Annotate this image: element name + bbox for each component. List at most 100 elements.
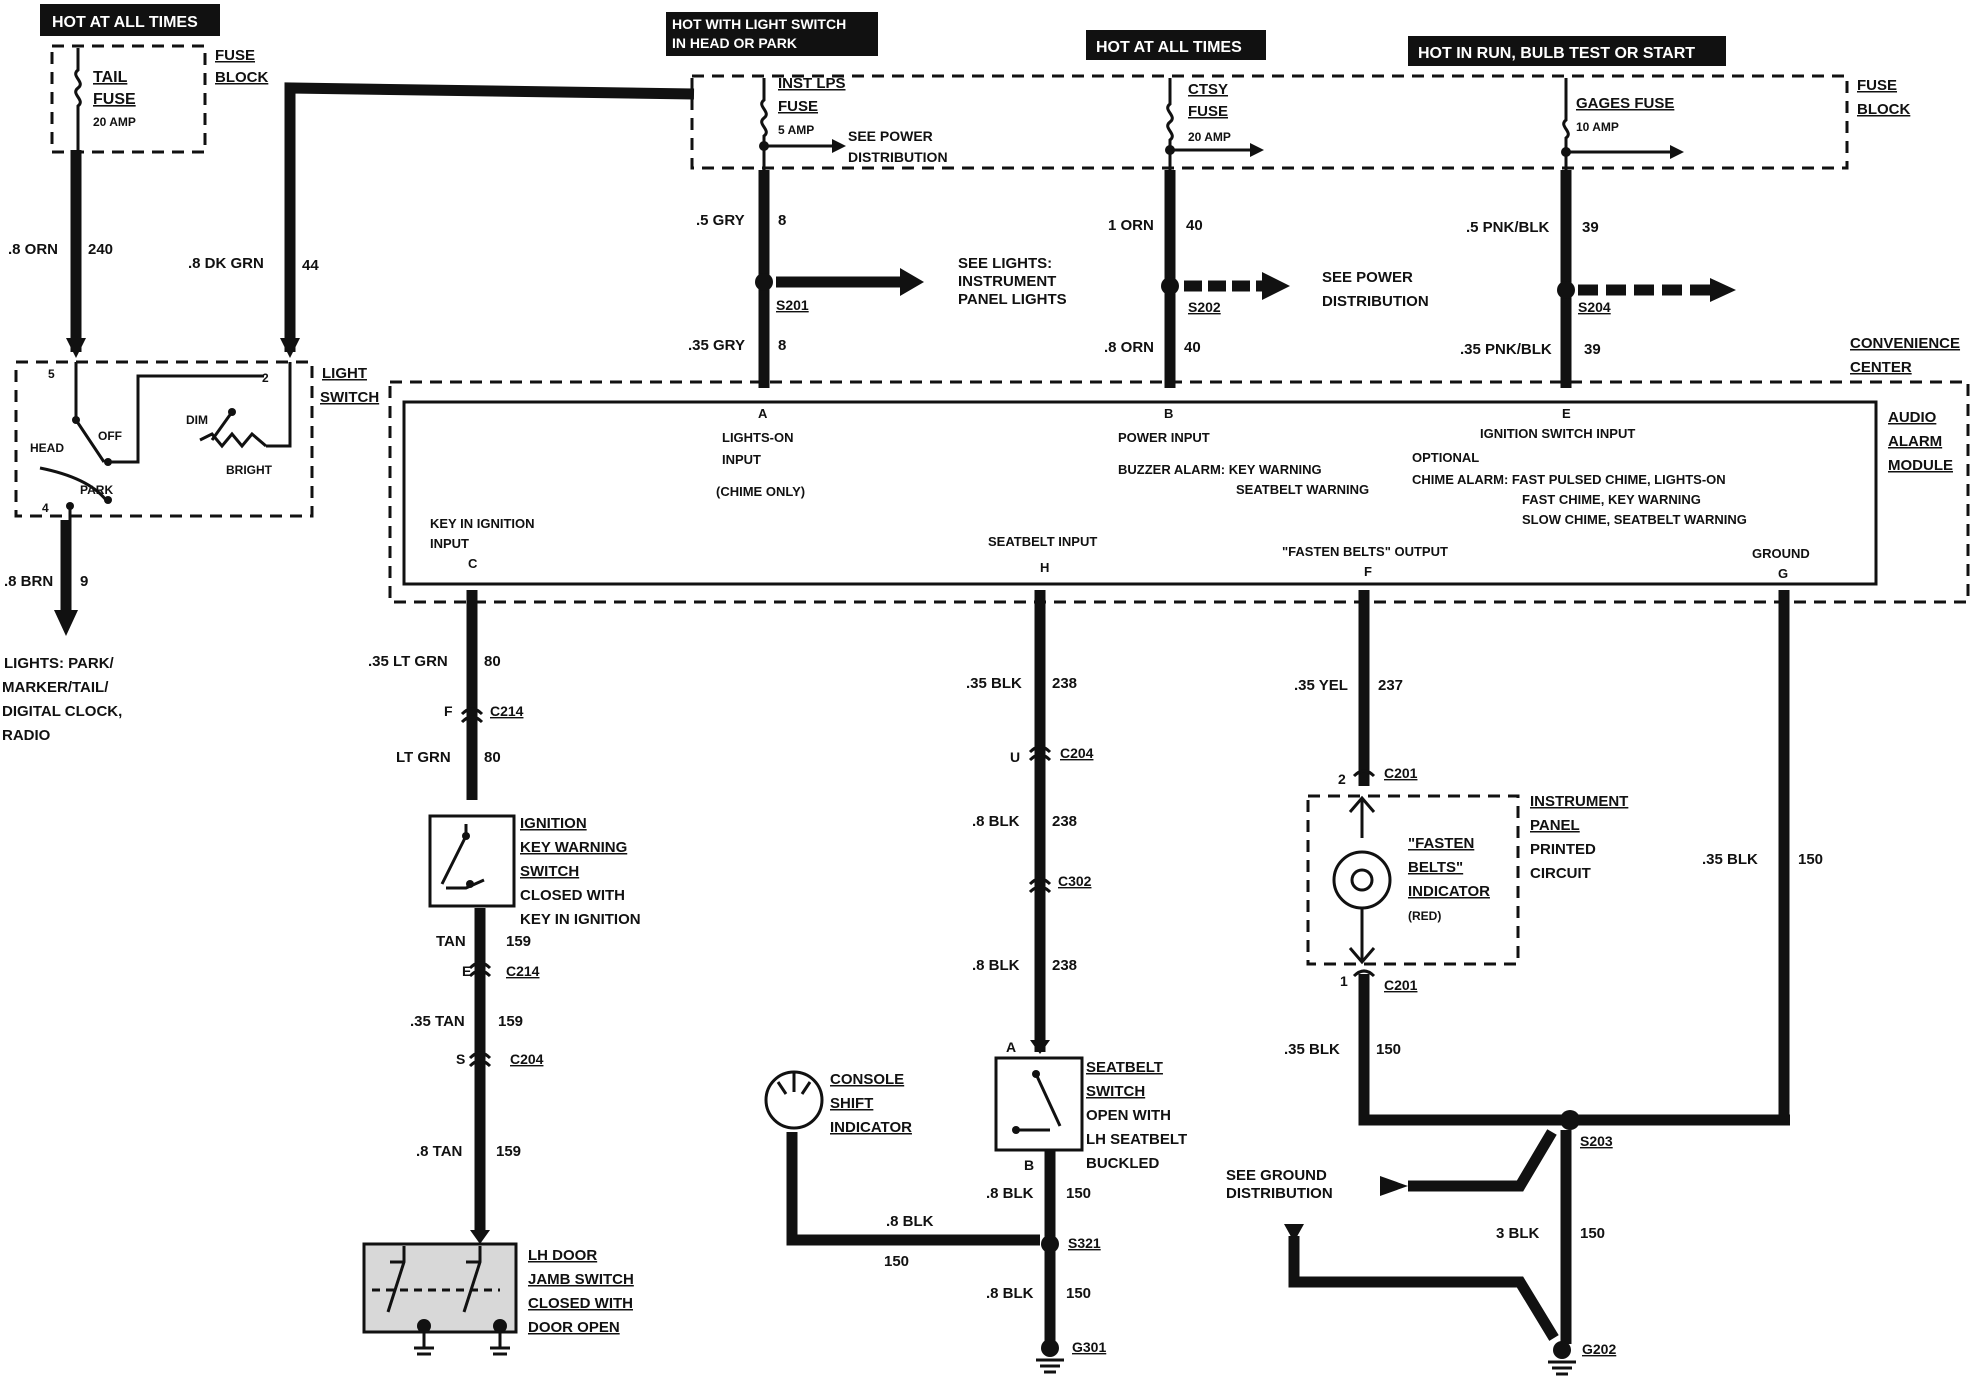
svg-text:FUSE: FUSE xyxy=(1188,103,1228,120)
svg-text:A: A xyxy=(758,406,768,421)
svg-text:150: 150 xyxy=(1066,1185,1091,1202)
svg-text:LIGHTS-ON: LIGHTS-ON xyxy=(722,430,794,445)
svg-text:159: 159 xyxy=(498,1013,523,1030)
svg-text:IGNITION: IGNITION xyxy=(520,815,587,832)
svg-text:DOOR OPEN: DOOR OPEN xyxy=(528,1319,620,1336)
wire-237: .35 YEL 237 2 C201 xyxy=(1294,590,1418,787)
wire-240: .8 ORN 240 xyxy=(8,150,113,358)
svg-text:237: 237 xyxy=(1378,677,1403,694)
svg-text:DISTRIBUTION: DISTRIBUTION xyxy=(848,149,948,165)
svg-text:C302: C302 xyxy=(1058,873,1092,889)
svg-text:G301: G301 xyxy=(1072,1339,1106,1355)
svg-text:(CHIME ONLY): (CHIME ONLY) xyxy=(716,484,805,499)
svg-text:INPUT: INPUT xyxy=(430,536,469,551)
svg-text:IGNITION SWITCH INPUT: IGNITION SWITCH INPUT xyxy=(1480,426,1635,441)
svg-text:SEE POWER: SEE POWER xyxy=(848,128,933,144)
svg-text:.8 ORN: .8 ORN xyxy=(8,241,58,258)
svg-text:BUZZER ALARM: KEY WARNING: BUZZER ALARM: KEY WARNING xyxy=(1118,462,1322,477)
svg-text:B: B xyxy=(1024,1157,1034,1173)
svg-text:3 BLK: 3 BLK xyxy=(1496,1225,1540,1242)
svg-text:PARK: PARK xyxy=(80,483,113,497)
svg-text:DISTRIBUTION: DISTRIBUTION xyxy=(1226,1185,1333,1202)
svg-text:5: 5 xyxy=(48,367,55,381)
svg-text:F: F xyxy=(1364,564,1372,579)
light-switch: 5 2 4 HEAD OFF PARK DIM BRIGHT LIGHT SWI… xyxy=(14,360,379,520)
svg-text:CHIME ALARM: FAST PULSED CHIME: CHIME ALARM: FAST PULSED CHIME, LIGHTS-O… xyxy=(1412,472,1726,487)
svg-text:FUSE: FUSE xyxy=(1857,77,1897,94)
svg-text:MODULE: MODULE xyxy=(1888,457,1953,474)
header-gages-hot: HOT IN RUN, BULB TEST OR START xyxy=(1408,36,1726,66)
header-inst-hot: HOT WITH LIGHT SWITCH IN HEAD OR PARK xyxy=(666,12,878,56)
lh-door-jamb-switch: LH DOOR JAMB SWITCH CLOSED WITH DOOR OPE… xyxy=(362,1242,634,1356)
svg-text:KEY IN IGNITION: KEY IN IGNITION xyxy=(520,911,641,928)
svg-text:8: 8 xyxy=(778,212,786,229)
svg-text:SWITCH: SWITCH xyxy=(520,863,579,880)
svg-text:240: 240 xyxy=(88,241,113,258)
svg-text:.5 PNK/BLK: .5 PNK/BLK xyxy=(1466,219,1550,236)
svg-text:OPEN WITH: OPEN WITH xyxy=(1086,1107,1171,1124)
svg-text:SEE LIGHTS:: SEE LIGHTS: xyxy=(958,255,1052,272)
svg-text:SEATBELT WARNING: SEATBELT WARNING xyxy=(1236,482,1369,497)
svg-text:E: E xyxy=(1562,406,1571,421)
svg-text:INSTRUMENT: INSTRUMENT xyxy=(958,273,1056,290)
svg-text:.35 BLK: .35 BLK xyxy=(1702,851,1758,868)
svg-text:.35 TAN: .35 TAN xyxy=(410,1013,465,1030)
svg-text:.35 BLK: .35 BLK xyxy=(966,675,1022,692)
svg-text:1 ORN: 1 ORN xyxy=(1108,217,1154,234)
svg-text:AUDIO: AUDIO xyxy=(1888,409,1937,426)
svg-text:.8 BLK: .8 BLK xyxy=(972,957,1020,974)
svg-text:SWITCH: SWITCH xyxy=(320,389,379,406)
wire-238: .35 BLK 238 U C204 .8 BLK 238 C302 .8 BL… xyxy=(966,590,1094,1054)
svg-text:238: 238 xyxy=(1052,957,1077,974)
svg-text:150: 150 xyxy=(1066,1285,1091,1302)
svg-text:GROUND: GROUND xyxy=(1752,546,1810,561)
svg-text:C204: C204 xyxy=(510,1051,544,1067)
svg-text:BLOCK: BLOCK xyxy=(215,69,268,86)
ignition-key-warning-switch: IGNITION KEY WARNING SWITCH CLOSED WITH … xyxy=(428,814,641,928)
svg-text:150: 150 xyxy=(1376,1041,1401,1058)
svg-text:.35 LT GRN: .35 LT GRN xyxy=(368,653,448,670)
svg-text:BUCKLED: BUCKLED xyxy=(1086,1155,1159,1172)
svg-text:S202: S202 xyxy=(1188,299,1221,315)
wire-8: .5 GRY 8 S201 .35 GRY 8 xyxy=(688,170,924,388)
svg-text:.35 PNK/BLK: .35 PNK/BLK xyxy=(1460,341,1552,358)
svg-text:.8 BLK: .8 BLK xyxy=(986,1285,1034,1302)
instrument-panel-circuit: "FASTEN BELTS" INDICATOR (RED) INSTRUMEN… xyxy=(1306,793,1628,966)
svg-text:B: B xyxy=(1164,406,1173,421)
svg-text:POWER INPUT: POWER INPUT xyxy=(1118,430,1210,445)
svg-text:S203: S203 xyxy=(1580,1133,1613,1149)
see-power-mid-note: SEE POWER DISTRIBUTION xyxy=(1322,269,1429,310)
svg-text:.8 BLK: .8 BLK xyxy=(972,813,1020,830)
svg-text:SEE POWER: SEE POWER xyxy=(1322,269,1413,286)
svg-text:2: 2 xyxy=(1338,771,1346,787)
svg-text:(RED): (RED) xyxy=(1408,909,1441,923)
svg-text:E: E xyxy=(462,963,471,979)
svg-text:BLOCK: BLOCK xyxy=(1857,101,1910,118)
left-fuse-block: TAIL FUSE 20 AMP FUSE BLOCK xyxy=(50,44,268,154)
svg-text:KEY IN IGNITION: KEY IN IGNITION xyxy=(430,516,535,531)
svg-text:LIGHT: LIGHT xyxy=(322,365,367,382)
svg-text:LT GRN: LT GRN xyxy=(396,749,451,766)
svg-text:PRINTED: PRINTED xyxy=(1530,841,1596,858)
right-fuse-block: FUSE BLOCK INST LPS FUSE 5 AMP SEE POWER… xyxy=(690,74,1910,170)
svg-text:CENTER: CENTER xyxy=(1850,359,1912,376)
svg-text:8: 8 xyxy=(778,337,786,354)
svg-text:PANEL LIGHTS: PANEL LIGHTS xyxy=(958,291,1067,308)
svg-text:ALARM: ALARM xyxy=(1888,433,1942,450)
svg-text:IN HEAD OR PARK: IN HEAD OR PARK xyxy=(672,35,797,51)
svg-text:OFF: OFF xyxy=(98,429,122,443)
wire-80: .35 LT GRN 80 F C214 LT GRN 80 xyxy=(368,590,524,800)
svg-text:238: 238 xyxy=(1052,675,1077,692)
wire-40: 1 ORN 40 S202 .8 ORN 40 xyxy=(1104,170,1290,388)
svg-text:FAST CHIME, KEY WARNING: FAST CHIME, KEY WARNING xyxy=(1522,492,1701,507)
svg-text:159: 159 xyxy=(496,1143,521,1160)
svg-text:F: F xyxy=(444,703,453,719)
svg-text:CIRCUIT: CIRCUIT xyxy=(1530,865,1591,882)
wire-39: .5 PNK/BLK 39 S204 .35 PNK/BLK 39 xyxy=(1460,170,1736,388)
svg-text:SLOW CHIME, SEATBELT WARNING: SLOW CHIME, SEATBELT WARNING xyxy=(1522,512,1747,527)
svg-text:"FASTEN: "FASTEN xyxy=(1408,835,1474,852)
svg-text:KEY WARNING: KEY WARNING xyxy=(520,839,627,856)
svg-text:HOT AT ALL TIMES: HOT AT ALL TIMES xyxy=(52,14,198,31)
svg-text:C201: C201 xyxy=(1384,977,1418,993)
